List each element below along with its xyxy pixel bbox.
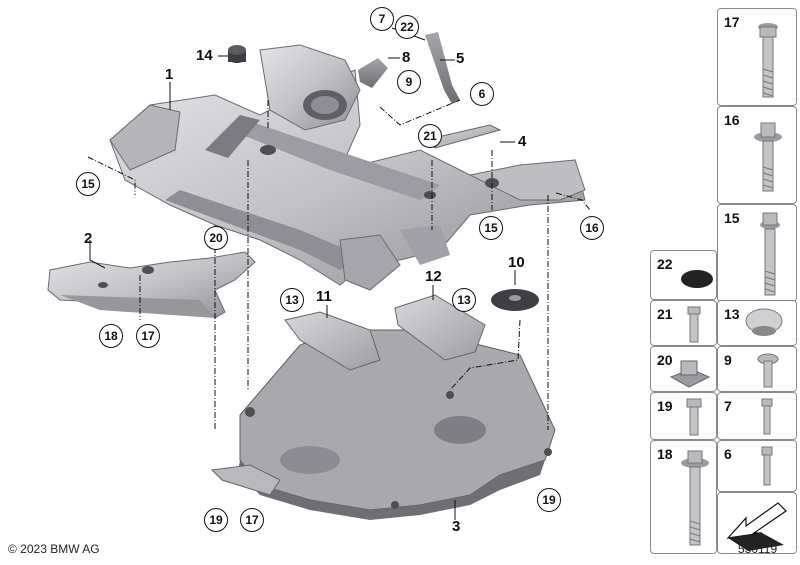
callout-15-left[interactable]: 15 [76, 172, 100, 196]
clip-13-icon [745, 308, 783, 336]
callout-19-left[interactable]: 19 [204, 508, 228, 532]
legend-panel-21[interactable]: 21 [650, 300, 717, 346]
callout-19-right[interactable]: 19 [537, 488, 561, 512]
callout-lines [89, 27, 516, 520]
callout-13-left[interactable]: 13 [280, 288, 304, 312]
legend-panel-17[interactable]: 17 [717, 8, 797, 106]
callout-1[interactable]: 1 [165, 66, 174, 83]
legend-panel-15[interactable]: 15 [717, 204, 797, 302]
legend-panel-6[interactable]: 6 [717, 440, 797, 492]
legend-label-7: 7 [724, 398, 732, 414]
legend-label-20: 20 [657, 352, 673, 368]
legend-label-21: 21 [657, 306, 673, 322]
callout-5[interactable]: 5 [456, 50, 465, 67]
bolt-21-icon [687, 306, 701, 343]
legend-panel-18[interactable]: 18 [650, 440, 717, 554]
bump-stop[interactable] [228, 45, 246, 63]
underbody-shield[interactable] [210, 329, 556, 520]
legend-panel-13[interactable]: 13 [717, 300, 797, 346]
strut[interactable] [425, 32, 460, 104]
diagram-id: 530119 [738, 542, 778, 556]
callout-6[interactable]: 6 [470, 82, 494, 106]
callout-3[interactable]: 3 [452, 518, 461, 535]
legend-label-6: 6 [724, 446, 732, 462]
plug-22-icon [681, 270, 713, 288]
leader-lines [87, 99, 591, 430]
cross-member[interactable] [47, 251, 256, 319]
callout-17-bottom[interactable]: 17 [240, 508, 264, 532]
bolt-19-icon [686, 398, 702, 436]
callout-7[interactable]: 7 [370, 7, 394, 31]
callout-12[interactable]: 12 [425, 268, 442, 285]
bolt-18-icon [681, 450, 709, 546]
callout-10[interactable]: 10 [508, 254, 525, 271]
legend-label-16: 16 [724, 112, 740, 128]
callout-15-right[interactable]: 15 [479, 216, 503, 240]
legend-panel-16[interactable]: 16 [717, 106, 797, 204]
bolt-16-icon [754, 122, 782, 192]
legend-label-15: 15 [724, 210, 740, 226]
callout-9[interactable]: 9 [397, 70, 421, 94]
nut-6-icon [761, 446, 773, 486]
callout-20[interactable]: 20 [204, 226, 228, 250]
damper-disc[interactable] [491, 289, 539, 311]
legend-label-9: 9 [724, 352, 732, 368]
callout-8[interactable]: 8 [402, 49, 411, 66]
callout-16[interactable]: 16 [580, 216, 604, 240]
callout-14[interactable]: 14 [196, 47, 213, 64]
callout-21[interactable]: 21 [418, 124, 442, 148]
bolt-15-icon [760, 212, 780, 296]
legend-label-17: 17 [724, 14, 740, 30]
screw-9-icon [757, 353, 779, 388]
legend-panel-7[interactable]: 7 [717, 392, 797, 440]
direction-arrow-icon [726, 502, 787, 551]
cover-panel[interactable] [284, 311, 381, 371]
copyright-text: © 2023 BMW AG [8, 542, 100, 556]
callout-4[interactable]: 4 [518, 133, 527, 150]
legend-label-13: 13 [724, 306, 740, 322]
callout-11[interactable]: 11 [316, 288, 332, 305]
legend-panel-22[interactable]: 22 [650, 250, 717, 300]
bolt-7-icon [761, 398, 773, 435]
callout-13-right[interactable]: 13 [452, 288, 476, 312]
legend-panel-direction[interactable] [717, 492, 797, 554]
legend-label-19: 19 [657, 398, 673, 414]
heat-shield[interactable] [394, 294, 486, 361]
legend-panel-20[interactable]: 20 [650, 346, 717, 392]
callout-18[interactable]: 18 [99, 324, 123, 348]
nut-20-icon [669, 360, 711, 388]
legend-label-18: 18 [657, 446, 673, 462]
legend-panel-19[interactable]: 19 [650, 392, 717, 440]
legend-label-22: 22 [657, 256, 673, 272]
callout-17-left[interactable]: 17 [136, 324, 160, 348]
front-subframe[interactable] [109, 44, 586, 291]
callout-2[interactable]: 2 [84, 230, 93, 247]
callout-22[interactable]: 22 [395, 15, 419, 39]
bolt-17-icon [758, 23, 778, 98]
legend-panel-9[interactable]: 9 [717, 346, 797, 392]
bracket[interactable] [358, 58, 388, 88]
